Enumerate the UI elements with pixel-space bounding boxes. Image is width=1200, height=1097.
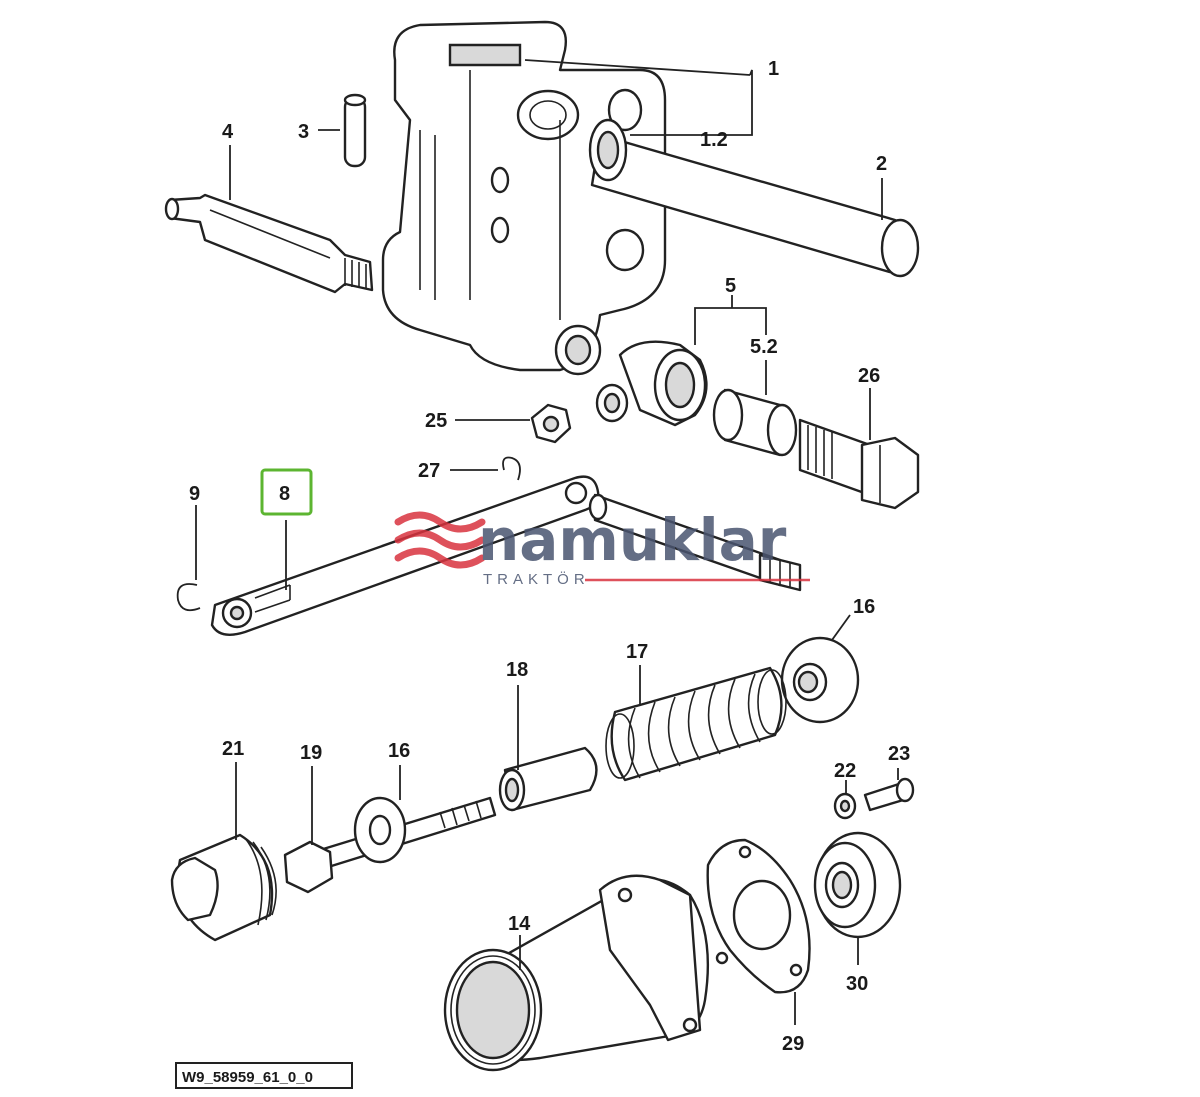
part-26-bolt <box>798 418 920 510</box>
callout-27: 27 <box>418 460 440 482</box>
part-30-seal <box>813 831 902 939</box>
callout-9: 9 <box>189 483 200 505</box>
watermark-brand: namuklar <box>478 506 787 574</box>
part-16-washer-bottom <box>353 796 407 864</box>
watermark: namuklar TRAKTÖR <box>394 506 810 588</box>
part-4-rod <box>164 193 374 294</box>
callout-22: 22 <box>834 760 856 782</box>
callout-21: 21 <box>222 738 244 760</box>
callout-1-2: 1.2 <box>700 129 728 151</box>
callout-17: 17 <box>626 641 648 663</box>
callout-2: 2 <box>876 153 887 175</box>
callout-25: 25 <box>425 410 447 432</box>
callout-29: 29 <box>782 1033 804 1055</box>
callout-5: 5 <box>725 275 736 297</box>
callout-16-top: 16 <box>853 596 875 618</box>
watermark-logo-icon <box>394 511 486 569</box>
part-18-sleeve <box>498 746 598 812</box>
part-1-bracket <box>381 20 667 376</box>
part-17-spring <box>605 666 787 782</box>
watermark-subtitle: TRAKTÖR <box>483 570 590 588</box>
part-29-gasket <box>706 838 811 994</box>
part-23-screw <box>863 777 915 812</box>
callout-4: 4 <box>222 121 234 143</box>
callout-1: 1 <box>768 58 779 80</box>
part-27-clip <box>502 456 521 481</box>
leader-lines <box>195 59 899 1025</box>
part-3-pin <box>343 93 367 168</box>
callout-14: 14 <box>508 913 531 935</box>
callout-18: 18 <box>506 659 528 681</box>
callout-labels: 1 1.2 2 3 4 5 5.2 26 25 27 9 8 16 17 18 … <box>189 58 910 1055</box>
callout-5-2: 5.2 <box>750 336 778 358</box>
callout-3: 3 <box>298 121 309 143</box>
callout-26: 26 <box>858 365 880 387</box>
part-9-circlip <box>176 583 201 612</box>
callout-8: 8 <box>279 483 290 505</box>
callout-16-bottom: 16 <box>388 740 410 762</box>
part-14-housing <box>443 874 710 1072</box>
part-21-plug <box>170 833 277 942</box>
part-22-washer <box>833 792 857 820</box>
drawing-code: W9_58959_61_0_0 <box>182 1069 313 1086</box>
part-2-shaft <box>588 118 920 278</box>
part-5-2-bushing <box>712 388 798 457</box>
callout-30: 30 <box>846 973 868 995</box>
highlight-box-8[interactable] <box>260 468 313 516</box>
callout-19: 19 <box>300 742 322 764</box>
part-25-nut <box>530 403 572 444</box>
drawing-code-box: W9_58959_61_0_0 <box>175 1062 353 1089</box>
part-16-washer-top <box>780 636 860 724</box>
callout-23: 23 <box>888 743 910 765</box>
part-5-eye-fitting <box>595 340 708 427</box>
